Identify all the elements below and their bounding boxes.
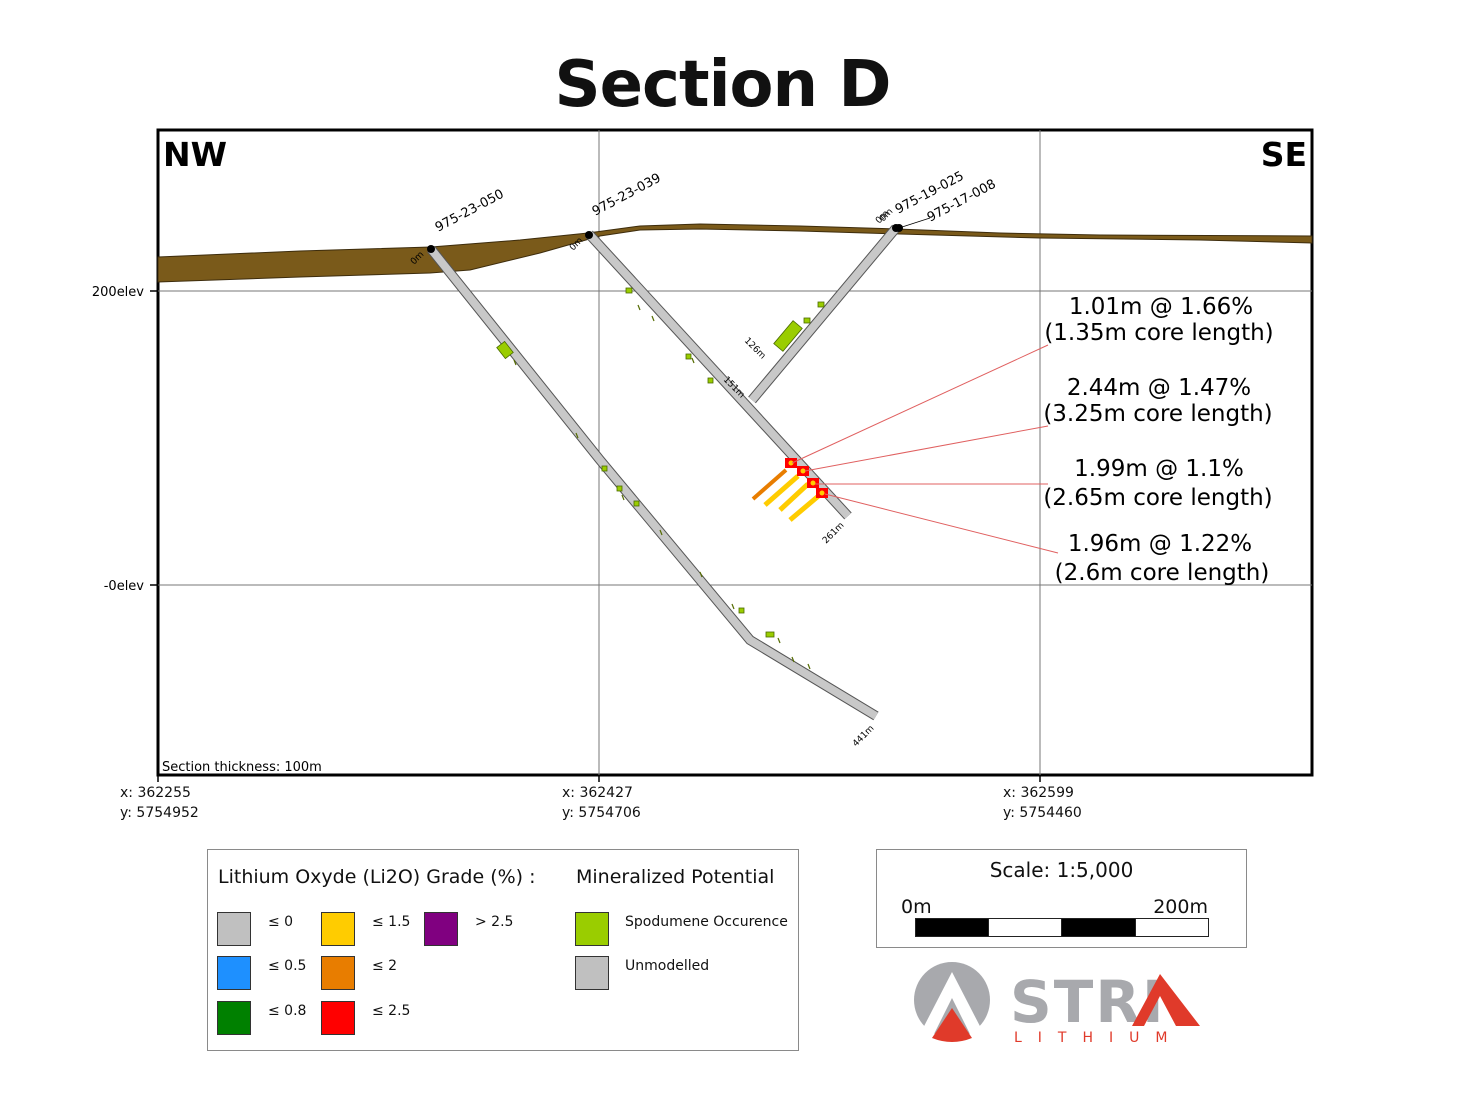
coord-3: x: 362599 y: 5754460 [1003, 785, 1082, 821]
intercept-4-core: (2.6m core length) [1055, 560, 1270, 586]
swatch-unmodelled [575, 956, 609, 990]
corner-se: SE [1261, 135, 1307, 174]
drill-hole-975-19-025 [748, 224, 900, 404]
corner-nw: NW [163, 135, 227, 174]
scale-bar-seg-2 [988, 918, 1062, 937]
label-grade-0: ≤ 0 [268, 914, 294, 930]
label-grade-25: ≤ 2.5 [372, 1003, 411, 1019]
intercept-annotations: 1.01m @ 1.66% (1.35m core length) 2.44m … [1043, 294, 1273, 586]
swatch-grade-08 [217, 1001, 251, 1035]
grade-intervals [751, 458, 828, 522]
legend-potential-title: Mineralized Potential [576, 866, 775, 888]
annotation-leaders [791, 344, 1059, 554]
scale-left-label: 0m [901, 896, 932, 918]
scale-bar-seg-1 [915, 918, 989, 937]
intercept-3-grade: 1.99m @ 1.1% [1074, 456, 1244, 482]
scale-right-label: 200m [1153, 896, 1208, 918]
intercept-3-core: (2.65m core length) [1043, 485, 1272, 511]
label-spodumene: Spodumene Occurence [625, 914, 788, 930]
swatch-grade-25 [321, 1001, 355, 1035]
swatch-grade-0 [217, 912, 251, 946]
stria-lithium-logo: STRI LITHIUM [914, 962, 1200, 1046]
drill-hole-975-23-050 [427, 245, 879, 721]
coord-2: x: 362427 y: 5754706 [562, 785, 641, 821]
spodumene-occurrences [496, 287, 825, 638]
intercept-2-grade: 2.44m @ 1.47% [1067, 375, 1251, 401]
label-grade-08: ≤ 0.8 [268, 1003, 307, 1019]
logo-subtitle: LITHIUM [1014, 1030, 1183, 1046]
intercept-4-grade: 1.96m @ 1.22% [1068, 531, 1252, 557]
label-grade-2: ≤ 2 [372, 958, 398, 974]
scale-bar-seg-4 [1135, 918, 1209, 937]
swatch-spodumene [575, 912, 609, 946]
scale-bar-seg-3 [1061, 918, 1136, 937]
elev-label-0: -0elev [104, 579, 145, 594]
section-thickness: Section thickness: 100m [162, 760, 322, 775]
label-grade-gt25: > 2.5 [475, 914, 514, 930]
label-grade-15: ≤ 1.5 [372, 914, 411, 930]
scale-title: Scale: 1:5,000 [989, 858, 1134, 882]
label-unmodelled: Unmodelled [625, 958, 710, 974]
legend-grade-title: Lithium Oxyde (Li2O) Grade (%) : [218, 866, 536, 888]
sample-ticks [513, 304, 811, 670]
legend: Lithium Oxyde (Li2O) Grade (%) : Mineral… [207, 849, 799, 1051]
swatch-grade-05 [217, 956, 251, 990]
coord-1: x: 362255 y: 5754952 [120, 785, 199, 821]
intercept-2-core: (3.25m core length) [1043, 401, 1272, 427]
elev-label-200: 200elev [92, 285, 144, 300]
swatch-grade-gt25 [424, 912, 458, 946]
swatch-grade-15 [321, 912, 355, 946]
intercept-1-grade: 1.01m @ 1.66% [1069, 294, 1253, 320]
label-grade-05: ≤ 0.5 [268, 958, 307, 974]
swatch-grade-2 [321, 956, 355, 990]
intercept-1-core: (1.35m core length) [1044, 320, 1273, 346]
scale-box: Scale: 1:5,000 0m 200m [876, 849, 1247, 948]
page-title: Section D [554, 48, 892, 122]
